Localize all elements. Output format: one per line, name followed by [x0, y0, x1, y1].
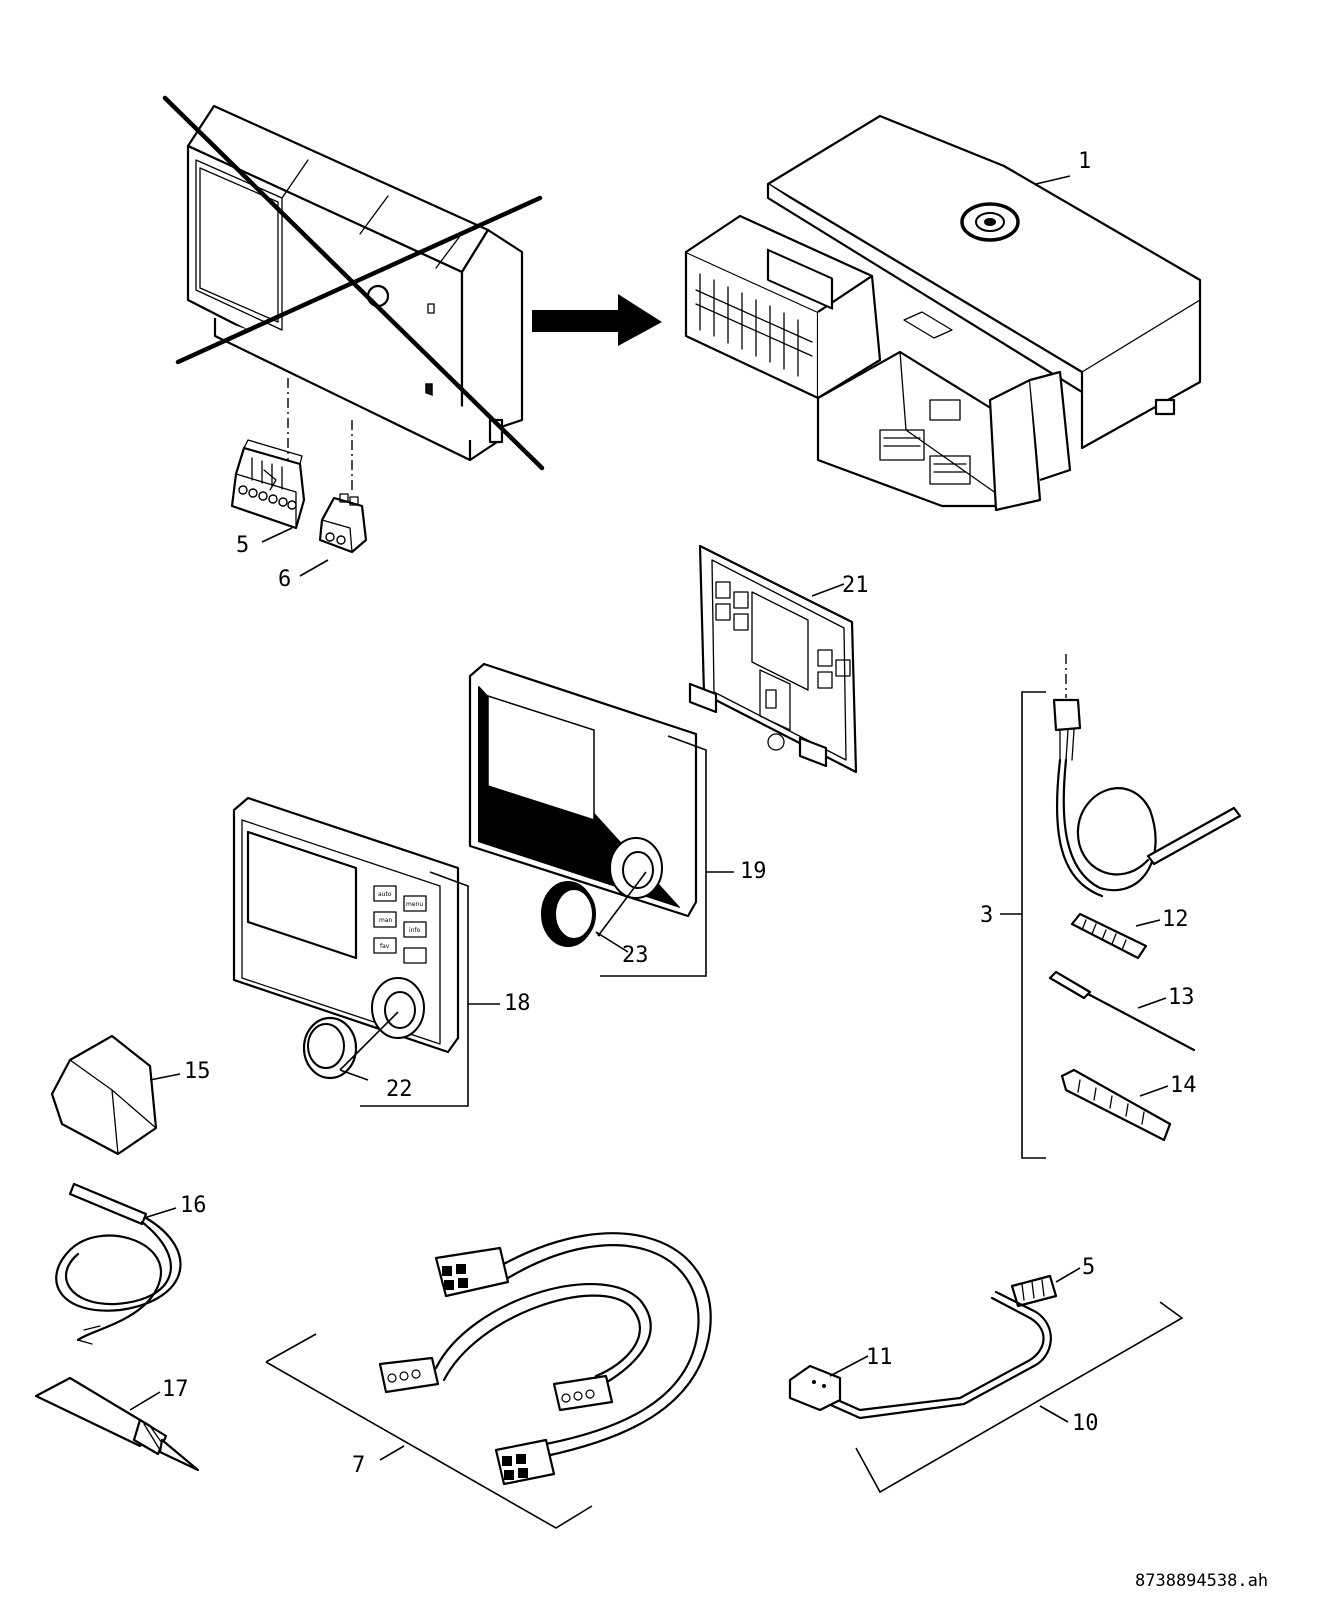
callout-frame-7: [265, 1333, 593, 1529]
sensor-cable-10: [788, 1274, 1058, 1420]
callout-1: 1: [1078, 149, 1091, 174]
callout-7: 7: [352, 1453, 365, 1478]
replacement-arrow: [532, 294, 662, 346]
callout-3: 3: [980, 903, 993, 928]
key-info-18: info: [409, 927, 421, 934]
terminal-connector-6: [318, 493, 368, 554]
wall-mounting-plate-21: [688, 544, 858, 774]
cable-clip-12: [1070, 912, 1148, 960]
callout-6: 6: [278, 567, 291, 592]
cross-out-line-2: [175, 195, 543, 365]
wire-13: [1048, 970, 1092, 1000]
key-menu-18: menu: [406, 901, 423, 908]
cable-harness-7: [378, 1232, 712, 1486]
callout-14: 14: [1170, 1073, 1197, 1098]
control-knob-22: [302, 1016, 358, 1080]
temperature-sensor-16: [55, 1182, 182, 1345]
controller-18-white: auto menu man info fav: [232, 796, 460, 1054]
key-man-18: man: [379, 917, 393, 924]
control-knob-23: [541, 881, 596, 947]
grease-tube-17: [34, 1376, 200, 1472]
key-info-19: info: [647, 785, 659, 792]
callout-12: 12: [1162, 907, 1189, 932]
leader-lines: [129, 175, 1169, 1461]
callout-5-top: 5: [236, 533, 249, 558]
hex-cap-15: [50, 1034, 158, 1156]
old-module-crossed-out: [162, 95, 545, 492]
callout-13: 13: [1168, 985, 1195, 1010]
key-fav-19: fav: [618, 801, 628, 808]
key-auto-19: auto: [616, 749, 630, 756]
callout-19: 19: [740, 859, 767, 884]
callout-16: 16: [180, 1193, 207, 1218]
strap-14: [1060, 1068, 1172, 1142]
key-menu-19: menu: [644, 759, 661, 766]
callout-bracket-3: [1000, 691, 1046, 1159]
terminal-connector-5: [230, 439, 306, 530]
callout-frame-10: [855, 1301, 1184, 1494]
document-id: 8738894538.ah: [1135, 1571, 1268, 1591]
module-1: [684, 114, 1202, 512]
callout-22: 22: [386, 1077, 413, 1102]
callout-15: 15: [184, 1059, 211, 1084]
callout-11: 11: [866, 1345, 893, 1370]
key-auto-18: auto: [378, 891, 392, 898]
callout-21: 21: [842, 573, 869, 598]
key-fav-18: fav: [380, 943, 390, 950]
callout-10: 10: [1072, 1411, 1099, 1436]
controller-19-black: auto menu man info fav: [468, 662, 698, 918]
callout-23: 23: [622, 943, 649, 968]
callout-17: 17: [162, 1377, 189, 1402]
callout-18: 18: [504, 991, 531, 1016]
sensor-kit-3: [1048, 654, 1242, 1142]
callout-5-bottom: 5: [1082, 1255, 1095, 1280]
key-man-19: man: [617, 775, 631, 782]
